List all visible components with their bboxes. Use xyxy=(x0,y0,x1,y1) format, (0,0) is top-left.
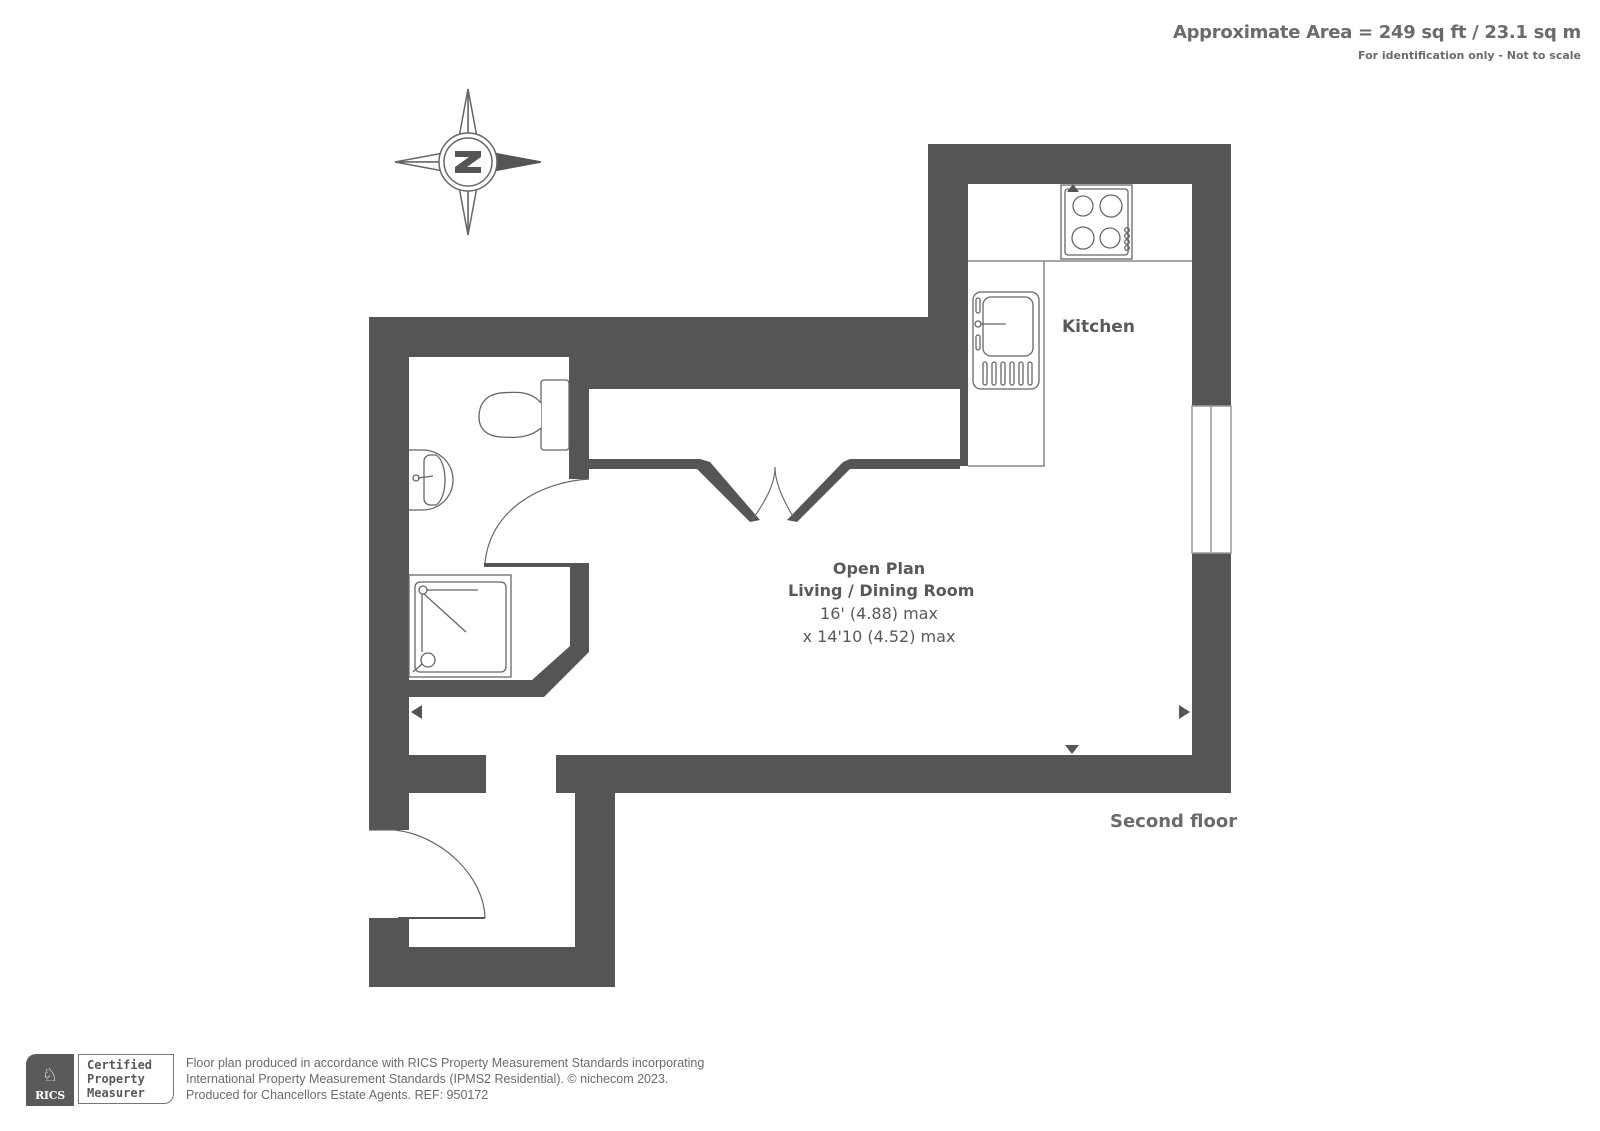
living-dim-line2: x 14'10 (4.52) max xyxy=(802,627,956,646)
footer-line-1: Floor plan produced in accordance with R… xyxy=(186,1056,705,1070)
lion-icon: ♘ xyxy=(41,1065,59,1085)
living-room-label: Open Plan Living / Dining Room 16' (4.88… xyxy=(788,558,975,648)
hob-icon xyxy=(1060,184,1133,260)
certified-property-measurer-badge: Certified Property Measurer xyxy=(78,1054,174,1104)
walls xyxy=(369,144,1231,987)
approximate-area: Approximate Area = 249 sq ft / 23.1 sq m xyxy=(1172,22,1581,43)
area-header: Approximate Area = 249 sq ft / 23.1 sq m… xyxy=(1173,22,1581,62)
living-name-line1: Open Plan xyxy=(832,559,926,578)
footer-line-2: International Property Measurement Stand… xyxy=(186,1072,669,1086)
bathroom-door[interactable] xyxy=(484,478,590,564)
living-dim-line1: 16' (4.88) max xyxy=(820,604,938,623)
kitchen-counter xyxy=(968,260,1192,467)
disclaimer: For identification only - Not to scale xyxy=(1358,49,1581,62)
sink-icon xyxy=(972,291,1040,390)
toilet-icon xyxy=(478,379,570,451)
footer-line-3: Produced for Chancellors Estate Agents. … xyxy=(186,1088,489,1102)
shower-tray-icon xyxy=(408,574,512,678)
footer: ♘ RICS Certified Property Measurer Floor… xyxy=(26,1054,704,1106)
bifold-doors[interactable] xyxy=(751,466,796,521)
footer-text: Floor plan produced in accordance with R… xyxy=(186,1055,704,1103)
rics-logo: ♘ RICS xyxy=(26,1054,74,1106)
basin-icon xyxy=(409,449,454,511)
floor-label: Second floor xyxy=(1110,811,1238,832)
entrance-door[interactable] xyxy=(369,829,486,919)
window xyxy=(1191,405,1232,554)
compass-rose-icon xyxy=(394,88,542,236)
kitchen-label: Kitchen xyxy=(1062,317,1135,337)
measurement-markers xyxy=(411,705,1190,754)
living-name-line2: Living / Dining Room xyxy=(788,581,975,600)
